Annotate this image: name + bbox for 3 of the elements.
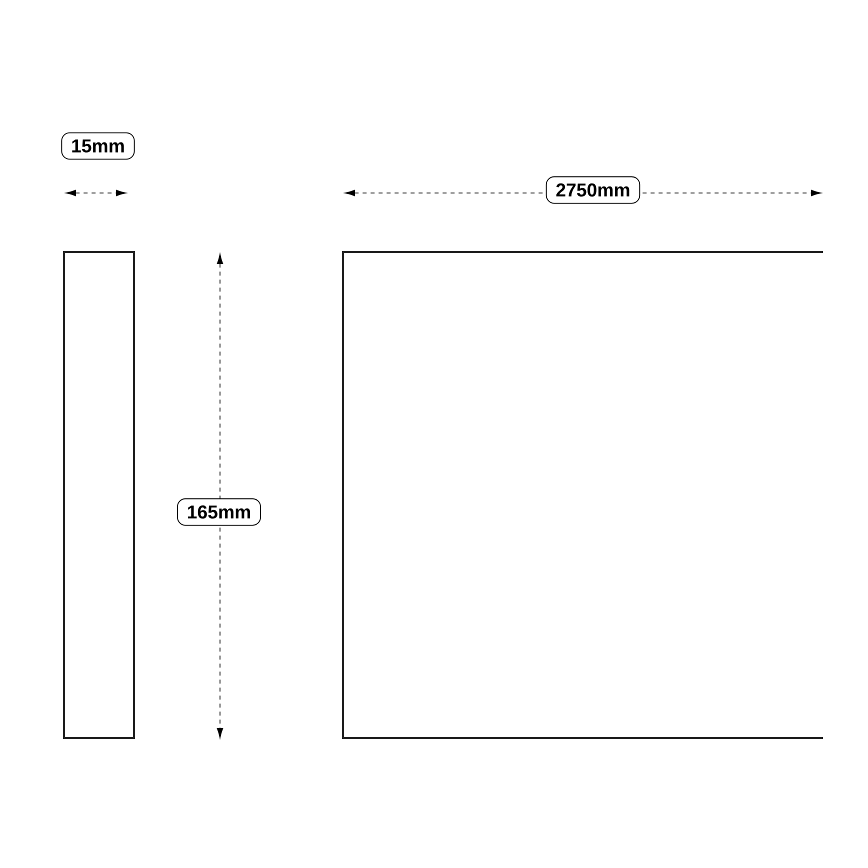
dimension-label: 165mm bbox=[177, 498, 261, 526]
dimension-label: 2750mm bbox=[546, 176, 640, 204]
dimension-label: 15mm bbox=[61, 132, 135, 160]
